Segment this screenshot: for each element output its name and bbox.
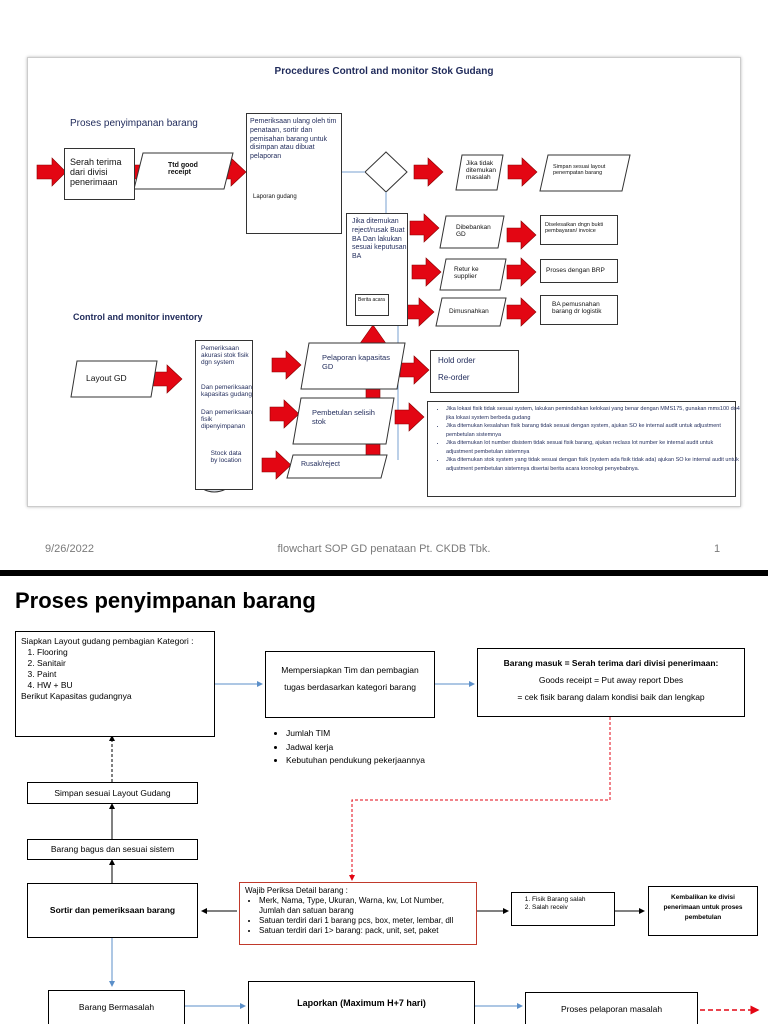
tim-list: Jumlah TIM Jadwal kerja Kebutuhan penduk… xyxy=(272,727,425,768)
notes-list: Jika lokasi fisik tidak sesuai system, l… xyxy=(432,405,741,473)
kategori-item: Sanitair xyxy=(37,658,209,669)
red-arrow xyxy=(413,157,444,187)
wajib-item: Merk, Nama, Type, Ukuran, Warna, kw, Lot… xyxy=(259,896,471,916)
berita-acara-doc: Berita acara xyxy=(355,294,389,316)
tim-item: Jadwal kerja xyxy=(286,741,425,755)
laporkan-box: Laporkan (Maximum H+7 hari) xyxy=(248,981,475,1024)
kembalikan-box: Kembalikan ke divisi penerimaan untuk pr… xyxy=(648,886,758,936)
jika-tidak-shape xyxy=(455,154,504,191)
wajib-periksa-box: Wajib Periksa Detail barang : Merk, Nama… xyxy=(239,882,477,945)
note-item: Jika lokasi fisik tidak sesuai system, l… xyxy=(446,405,741,422)
red-arrow xyxy=(411,257,442,287)
proses-pelaporan-box: Proses pelaporan masalah xyxy=(525,992,698,1024)
pelaporan-kapasitas-label: Pelaporan kapasitas GD xyxy=(322,353,390,371)
red-arrow xyxy=(404,297,435,327)
section-storage-label: Proses penyimpanan barang xyxy=(70,118,198,129)
jika-ditemukan-box: Jika ditemukan reject/rusak Buat BA Dan … xyxy=(346,213,408,326)
simpan-layout-box: Simpan sesuai Layout Gudang xyxy=(27,782,198,804)
slide-2: Proses penyimpanan barang Siapkan Layout… xyxy=(0,576,768,1024)
red-arrow xyxy=(506,257,537,287)
siapkan-layout-box: Siapkan Layout gudang pembagian Kategori… xyxy=(15,631,215,737)
simpan-sesuai-shape xyxy=(539,154,631,192)
layout-gd-label: Layout GD xyxy=(86,373,127,383)
slide-1: Procedures Control and monitor Stok Guda… xyxy=(0,0,768,570)
red-arrow xyxy=(36,157,67,187)
dimusnahkan-label: Dimusnahkan xyxy=(449,308,489,315)
diagram-title: Procedures Control and monitor Stok Guda… xyxy=(274,66,494,77)
pelaporan-kapasitas-shape xyxy=(300,342,406,390)
sortir-box: Sortir dan pemeriksaan barang xyxy=(27,883,198,938)
tim-item: Jumlah TIM xyxy=(286,727,425,741)
hold-reorder-box: Hold order Re-order xyxy=(430,350,519,393)
kategori-item: HW + BU xyxy=(37,680,209,691)
ttd-receipt-label: Ttd good receipt xyxy=(168,162,198,176)
wajib-list: Merk, Nama, Type, Ukuran, Warna, kw, Lot… xyxy=(245,896,471,936)
diselesaikan-box: Diselesaikan dngn bukti pembayaran/ invo… xyxy=(540,215,618,245)
fisik-salah-box: Fisik Barang salah Salah receiv xyxy=(511,892,615,926)
pemeriksaan-akurasi-box: Pemeriksaan akurasi stok fisik dgn syste… xyxy=(195,340,253,490)
serah-terima-box: Serah terima dari divisi penerimaan xyxy=(64,148,135,200)
dimusnahkan-shape xyxy=(435,297,507,327)
dibebankan-shape xyxy=(439,215,505,249)
red-arrow xyxy=(399,355,430,385)
red-arrow xyxy=(271,350,302,380)
red-arrow xyxy=(261,450,292,480)
barang-bagus-box: Barang bagus dan sesuai sistem xyxy=(27,839,198,860)
fisik-item: Fisik Barang salah xyxy=(532,896,610,904)
stock-data-label: Stock data by location xyxy=(210,450,242,464)
layout-gd-shape xyxy=(70,360,158,398)
notes-box: Jika lokasi fisik tidak sesuai system, l… xyxy=(427,401,740,497)
wajib-item: Satuan terdiri dari 1> barang: pack, uni… xyxy=(259,926,471,936)
fisik-item: Salah receiv xyxy=(532,904,610,912)
note-item: Jika ditemukan stok system yang tidak se… xyxy=(446,456,741,473)
footer-title: flowchart SOP GD penataan Pt. CKDB Tbk. xyxy=(277,543,491,555)
footer-page: 1 xyxy=(714,543,721,555)
tim-item: Kebutuhan pendukung pekerjaannya xyxy=(286,754,425,768)
red-arrow xyxy=(409,213,440,243)
barang-masuk-box: Barang masuk = Serah terima dari divisi … xyxy=(477,648,745,717)
red-dashed-connector xyxy=(349,717,611,881)
red-arrow xyxy=(152,364,183,394)
retur-label: Retur ke supplier xyxy=(454,266,479,280)
proses-brp-box: Proses dengan BRP xyxy=(540,259,618,283)
note-item: Jika ditemukan lot number disistem tidak… xyxy=(446,439,741,456)
wajib-item: Satuan terdiri dari 1 barang pcs, box, m… xyxy=(259,916,471,926)
ba-pemusnahan-box: BA pemusnahan barang dr logistik xyxy=(540,295,618,325)
kategori-list: Flooring Sanitair Paint HW + BU xyxy=(21,647,209,691)
simpan-sesuai-label: Simpan sesuai layout penempatan barang xyxy=(553,164,606,176)
barang-bermasalah-box: Barang Bermasalah xyxy=(48,990,185,1024)
pembetulan-shape xyxy=(292,397,395,445)
rusak-reject-label: Rusak/reject xyxy=(301,461,340,468)
footer-date: 9/26/2022 xyxy=(45,543,94,555)
decision-diamond xyxy=(364,151,408,193)
dibebankan-label: Dibebankan GD xyxy=(456,224,491,238)
red-arrow xyxy=(394,402,425,432)
kategori-item: Paint xyxy=(37,669,209,680)
slide1-connectors xyxy=(36,151,631,493)
ttd-receipt-shape xyxy=(133,152,234,190)
fisik-list: Fisik Barang salah Salah receiv xyxy=(516,896,610,913)
kategori-item: Flooring xyxy=(37,647,209,658)
red-arrow xyxy=(506,297,537,327)
red-arrow xyxy=(269,399,300,429)
laporan-gudang-label: Laporan gudang xyxy=(253,194,297,200)
slide2-connectors xyxy=(109,681,760,1015)
slide2-title: Proses penyimpanan barang xyxy=(15,588,316,613)
note-item: Jika ditemukan kesalahan fisik barang ti… xyxy=(446,422,741,439)
pemeriksaan-ulang-box: Pemeriksaan ulang oleh tim penataan, sor… xyxy=(246,113,342,234)
mempersiapkan-box: Mempersiapkan Tim dan pembagian tugas be… xyxy=(265,651,435,718)
section-control-label: Control and monitor inventory xyxy=(73,312,203,322)
retur-shape xyxy=(439,258,507,291)
red-arrow xyxy=(506,220,537,250)
jika-tidak-label: Jika tidak ditemukan masalah xyxy=(466,160,496,181)
rusak-reject-shape xyxy=(286,454,388,479)
red-arrow xyxy=(507,157,538,187)
pembetulan-label: Pembetulan selisih stok xyxy=(312,408,375,426)
